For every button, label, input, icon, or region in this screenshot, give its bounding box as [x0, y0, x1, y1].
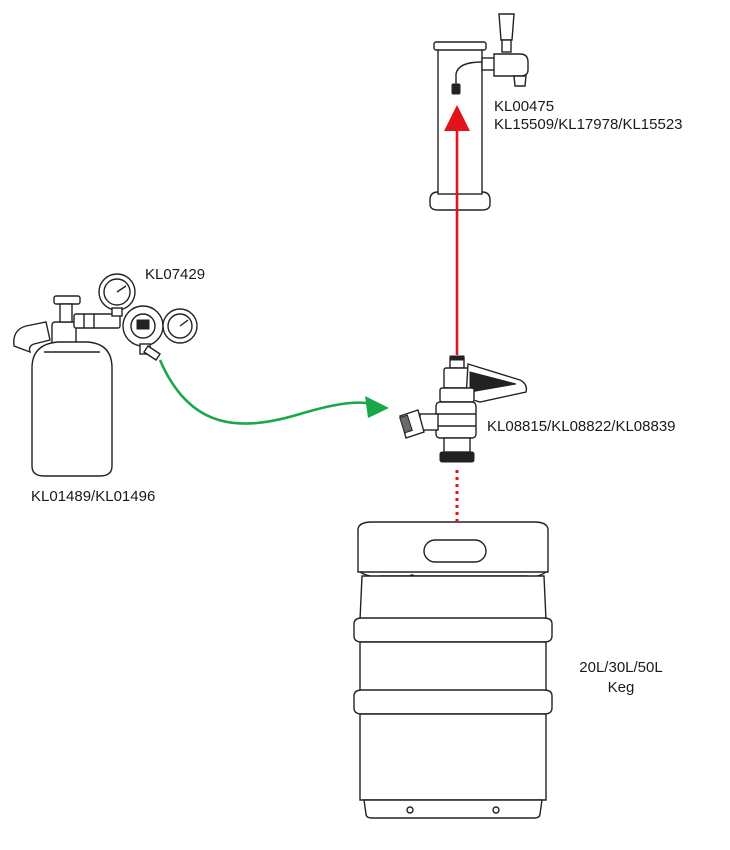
cylinder-codes: KL01489/KL01496	[31, 488, 156, 505]
gas-regulator-icon	[53, 273, 198, 361]
keg-size: 20L/30L/50L	[579, 659, 663, 676]
keg-coupler-icon	[399, 355, 528, 463]
tower-codes-line1: KL00475	[494, 98, 555, 115]
keg-icon	[353, 521, 553, 819]
keg-word: Keg	[607, 679, 635, 696]
gas-line-to-coupler	[158, 359, 373, 425]
coupler-codes: KL08815/KL08822/KL08839	[487, 418, 676, 435]
gas-arrowhead	[365, 396, 389, 418]
tower-codes-line2: KL15509/KL17978/KL15523	[494, 116, 683, 133]
co2-cylinder-icon	[13, 321, 113, 477]
regulator-code: KL07429	[145, 266, 206, 283]
